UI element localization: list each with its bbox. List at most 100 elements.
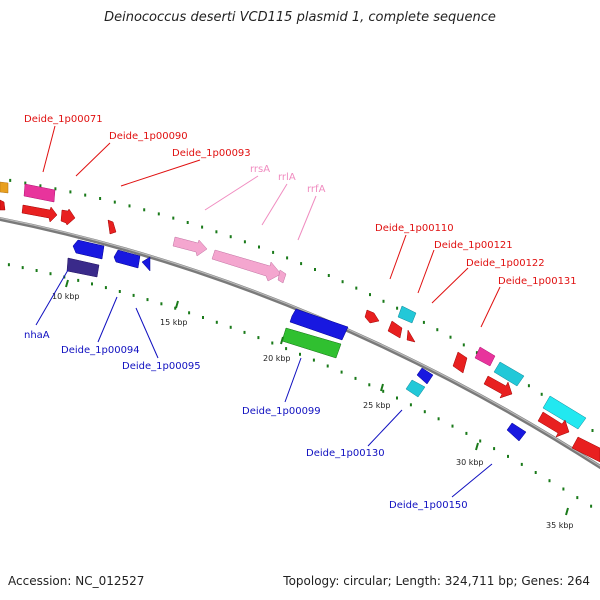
gene-feature[interactable] [113,249,141,269]
track-dot [355,286,358,290]
gene-feature[interactable] [107,219,117,235]
accession-text: Accession: NC_012527 [8,574,145,588]
gene-label[interactable]: Deide_1p00090 [109,131,188,142]
gene-feature[interactable] [406,329,416,343]
gene-feature[interactable] [483,375,513,399]
scale-tick [175,300,179,309]
gene-label[interactable]: Deide_1p00122 [466,258,545,269]
gene-feature[interactable] [0,181,9,194]
track-dot [369,293,371,297]
track-dot [409,403,412,407]
track-dot [146,298,149,302]
track-dot [286,256,289,260]
gene-feature[interactable] [537,411,570,438]
track-dot [340,370,343,374]
gene-label[interactable]: Deide_1p00094 [61,345,140,356]
track-dot [520,462,523,466]
gene-feature[interactable] [172,236,208,257]
leader-line [120,159,201,187]
gene-feature[interactable] [405,379,426,398]
track-dot [422,320,425,324]
track-dot [160,302,163,306]
gene-feature[interactable] [452,351,468,374]
gene-feature[interactable] [397,305,417,324]
track-dot [113,200,116,204]
gene-feature[interactable] [21,204,58,223]
topology-summary-text: Topology: circular; Length: 324,711 bp; … [283,574,590,588]
map-title: Deinococcus deserti VCD115 plasmid 1, co… [104,10,496,25]
gene-feature[interactable] [141,256,151,272]
leader-line [417,249,435,294]
scale-tick-label: 15 kbp [160,318,188,327]
gene-label[interactable]: Deide_1p00099 [242,406,321,417]
gene-feature[interactable] [66,257,100,278]
gene-label[interactable]: Deide_1p00071 [24,114,103,125]
gene-feature[interactable] [493,361,525,387]
leader-line [135,307,159,359]
track-dot [527,384,530,388]
track-dot [591,429,594,432]
track-dot [69,190,72,194]
track-dot [540,392,543,396]
leader-line [204,175,259,211]
leader-line [75,142,111,177]
track-dot [35,269,38,272]
track-dot [436,328,439,332]
track-dot [327,274,330,277]
gene-feature[interactable] [387,320,403,339]
leader-line [451,463,493,498]
leader-line [367,409,403,447]
gene-label[interactable]: Deide_1p00150 [389,500,468,511]
gene-feature[interactable] [571,436,600,463]
gene-label[interactable]: rrlA [278,172,296,183]
leader-line [431,267,469,304]
inner-dotted-track [7,263,593,508]
gene-feature[interactable] [289,308,349,341]
gene-label[interactable]: Deide_1p00093 [172,148,251,159]
track-dot [143,208,146,212]
leader-line [97,296,118,343]
track-dot [257,336,260,340]
leader-line [297,195,317,241]
gene-feature[interactable] [416,367,434,385]
reverse-genes [66,239,527,442]
track-dot [507,454,509,458]
track-dot [157,212,160,216]
track-dot [451,424,454,428]
track-dot [312,358,315,362]
track-dot [84,193,87,197]
gene-feature[interactable] [542,395,587,430]
gene-label[interactable]: Deide_1p00095 [122,361,201,372]
gene-feature[interactable] [281,327,342,359]
gene-feature[interactable] [211,249,282,282]
gene-label[interactable]: Deide_1p00130 [306,448,385,459]
scale-tick-label: 30 kbp [456,458,484,467]
gene-feature[interactable] [277,269,287,284]
scale-tick-label: 25 kbp [363,401,391,410]
gene-feature[interactable] [72,239,105,260]
gene-label[interactable]: rrsA [250,164,270,175]
gene-label[interactable]: nhaA [24,330,50,341]
track-dot [479,439,482,443]
gene-label[interactable]: Deide_1p00121 [434,240,513,251]
track-dot [215,230,218,234]
gene-label[interactable]: Deide_1p00131 [498,276,577,287]
scale-tick [65,279,69,288]
track-dot [534,471,537,474]
track-dot [271,341,274,345]
gene-feature[interactable] [364,309,380,324]
gene-feature[interactable] [23,183,56,203]
gene-feature[interactable] [506,422,527,442]
track-dot [186,221,189,224]
track-dot [104,286,107,290]
forward-genes [0,181,600,463]
gene-label[interactable]: Deide_1p00110 [375,223,454,234]
gene-label[interactable]: rrfA [307,184,326,195]
leader-line [389,234,407,280]
gene-feature[interactable] [0,199,6,211]
track-dot [300,262,303,266]
gene-feature[interactable] [60,208,76,226]
gene-feature[interactable] [474,346,496,367]
track-dot [172,216,175,220]
